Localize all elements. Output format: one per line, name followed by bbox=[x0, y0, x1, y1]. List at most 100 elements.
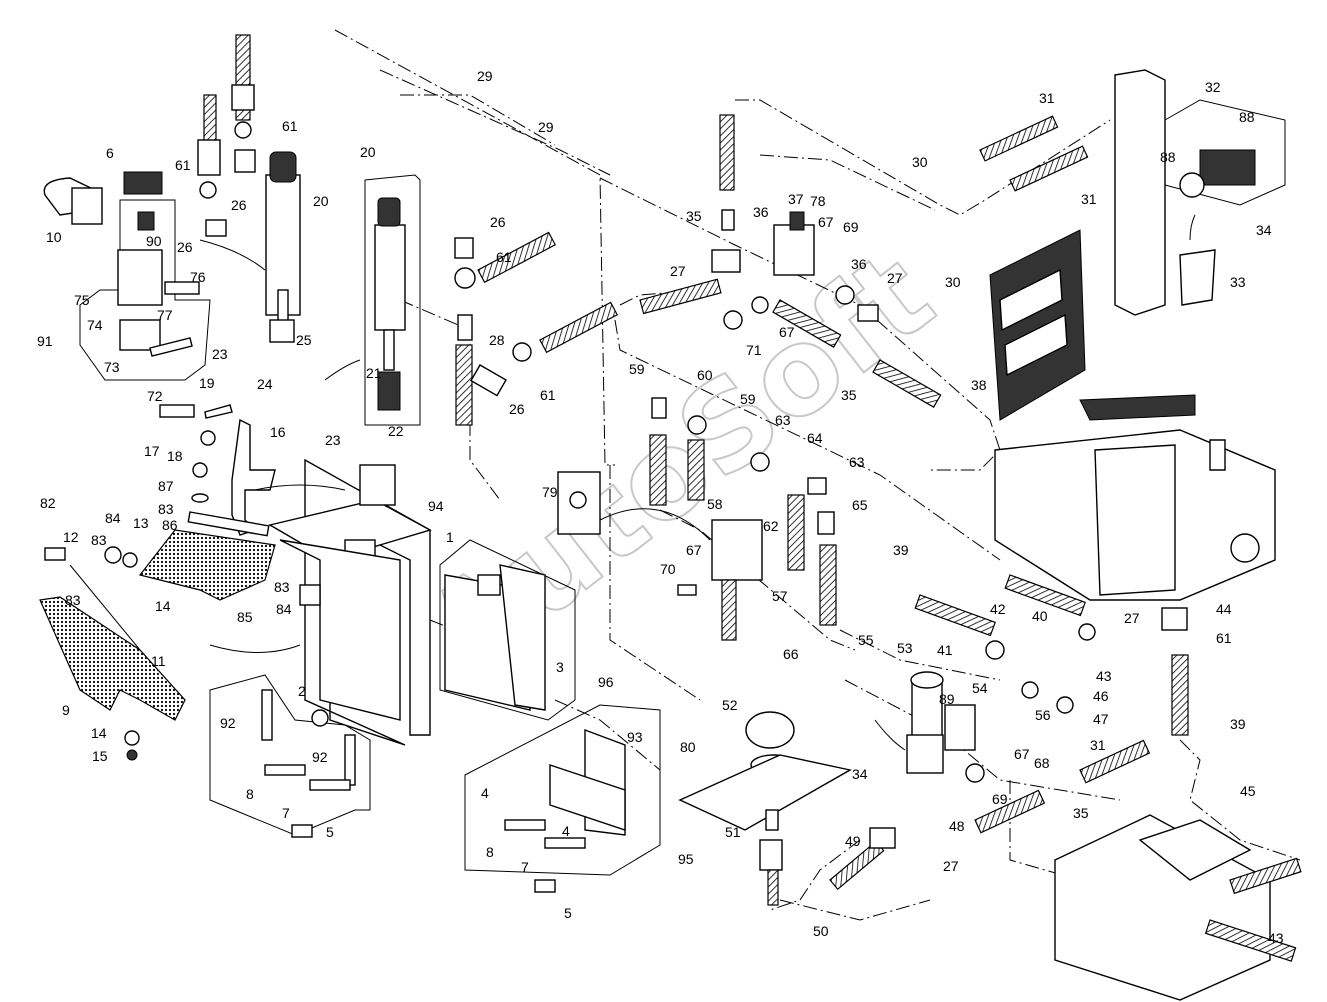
callout-44: 44 bbox=[1216, 601, 1232, 617]
callout-7: 7 bbox=[521, 859, 529, 875]
control-valve-stack bbox=[989, 229, 1086, 421]
callout-26: 26 bbox=[509, 401, 525, 417]
callout-10: 10 bbox=[46, 229, 62, 245]
callout-91: 91 bbox=[37, 333, 53, 349]
callout-15: 15 bbox=[92, 748, 108, 764]
assembly-arrows bbox=[199, 214, 1196, 751]
callout-61: 61 bbox=[496, 249, 512, 265]
callout-66: 66 bbox=[783, 646, 799, 662]
callout-2: 2 bbox=[298, 683, 306, 699]
callout-56: 56 bbox=[1035, 707, 1051, 723]
bracket-group-95 bbox=[464, 704, 661, 893]
cylinder-20-group bbox=[364, 174, 421, 426]
callout-67: 67 bbox=[779, 324, 795, 340]
callout-63: 63 bbox=[775, 412, 791, 428]
callout-30: 30 bbox=[912, 154, 928, 170]
plate-assembly-96 bbox=[439, 539, 576, 721]
callout-62: 62 bbox=[763, 518, 779, 534]
callout-82: 82 bbox=[40, 495, 56, 511]
callout-4: 4 bbox=[481, 785, 489, 801]
callout-58: 58 bbox=[707, 496, 723, 512]
callout-31: 31 bbox=[1090, 737, 1106, 753]
callout-17: 17 bbox=[144, 443, 160, 459]
callout-27: 27 bbox=[887, 270, 903, 286]
callout-8: 8 bbox=[486, 844, 494, 860]
callout-32: 32 bbox=[1205, 79, 1221, 95]
callout-61: 61 bbox=[175, 157, 191, 173]
callout-40: 40 bbox=[1032, 608, 1048, 624]
callout-83: 83 bbox=[65, 592, 81, 608]
callout-labels: 29 29 61 61 61 61 61 6 20 20 26 26 26 26… bbox=[37, 68, 1284, 946]
callout-93: 93 bbox=[627, 729, 643, 745]
callout-73: 73 bbox=[104, 359, 120, 375]
callout-59: 59 bbox=[740, 391, 756, 407]
hoses-lower-right bbox=[914, 574, 1189, 834]
callout-88: 88 bbox=[1160, 149, 1176, 165]
callout-35: 35 bbox=[841, 387, 857, 403]
callout-84: 84 bbox=[276, 601, 292, 617]
callout-35: 35 bbox=[686, 208, 702, 224]
callout-80: 80 bbox=[680, 739, 696, 755]
callout-29: 29 bbox=[477, 68, 493, 84]
callout-61: 61 bbox=[1216, 630, 1232, 646]
callout-67: 67 bbox=[1014, 746, 1030, 762]
callout-64: 64 bbox=[807, 430, 823, 446]
callout-27: 27 bbox=[1124, 610, 1140, 626]
fittings-upper-right bbox=[639, 114, 942, 408]
callout-39: 39 bbox=[893, 542, 909, 558]
callout-20: 20 bbox=[313, 193, 329, 209]
callout-34: 34 bbox=[1256, 222, 1272, 238]
solenoid-valve-group bbox=[43, 171, 211, 381]
callout-35: 35 bbox=[1073, 805, 1089, 821]
callout-27: 27 bbox=[670, 263, 686, 279]
callout-92: 92 bbox=[312, 749, 328, 765]
callout-45: 45 bbox=[1240, 783, 1256, 799]
callout-68: 68 bbox=[1034, 755, 1050, 771]
manifold-bar bbox=[979, 69, 1286, 316]
callout-26: 26 bbox=[231, 197, 247, 213]
callout-18: 18 bbox=[167, 448, 183, 464]
callout-3: 3 bbox=[556, 659, 564, 675]
callout-42: 42 bbox=[990, 601, 1006, 617]
callout-39: 39 bbox=[1230, 716, 1246, 732]
milling-machine-silhouette bbox=[994, 394, 1276, 601]
callout-70: 70 bbox=[660, 561, 676, 577]
callout-84: 84 bbox=[105, 510, 121, 526]
callout-1: 1 bbox=[446, 529, 454, 545]
callout-25: 25 bbox=[296, 332, 312, 348]
callout-31: 31 bbox=[1081, 191, 1097, 207]
filter-and-gauge-group bbox=[678, 671, 976, 906]
bracket-group-92 bbox=[209, 674, 371, 838]
callout-24: 24 bbox=[257, 376, 273, 392]
callout-83: 83 bbox=[274, 579, 290, 595]
callout-22: 22 bbox=[388, 423, 404, 439]
callout-69: 69 bbox=[992, 791, 1008, 807]
callout-49: 49 bbox=[845, 833, 861, 849]
callout-61: 61 bbox=[540, 387, 556, 403]
callout-29: 29 bbox=[538, 119, 554, 135]
callout-69: 69 bbox=[843, 219, 859, 235]
callout-12: 12 bbox=[63, 529, 79, 545]
callout-43: 43 bbox=[1268, 930, 1284, 946]
callout-31: 31 bbox=[1039, 90, 1055, 106]
callout-7: 7 bbox=[282, 805, 290, 821]
callout-78: 78 bbox=[810, 193, 826, 209]
callout-28: 28 bbox=[489, 332, 505, 348]
callout-65: 65 bbox=[852, 497, 868, 513]
callout-51: 51 bbox=[725, 824, 741, 840]
callout-75: 75 bbox=[74, 292, 90, 308]
callout-14: 14 bbox=[91, 725, 107, 741]
callout-36: 36 bbox=[851, 256, 867, 272]
callout-71: 71 bbox=[746, 342, 762, 358]
callout-76: 76 bbox=[190, 269, 206, 285]
frame-section-45 bbox=[1054, 814, 1302, 1001]
hoses-upper-center bbox=[454, 231, 619, 426]
callout-72: 72 bbox=[147, 388, 163, 404]
callout-55: 55 bbox=[858, 632, 874, 648]
callout-6: 6 bbox=[106, 145, 114, 161]
callout-33: 33 bbox=[1230, 274, 1246, 290]
callout-88: 88 bbox=[1239, 109, 1255, 125]
callout-67: 67 bbox=[686, 542, 702, 558]
callout-20: 20 bbox=[360, 144, 376, 160]
callout-87: 87 bbox=[158, 478, 174, 494]
